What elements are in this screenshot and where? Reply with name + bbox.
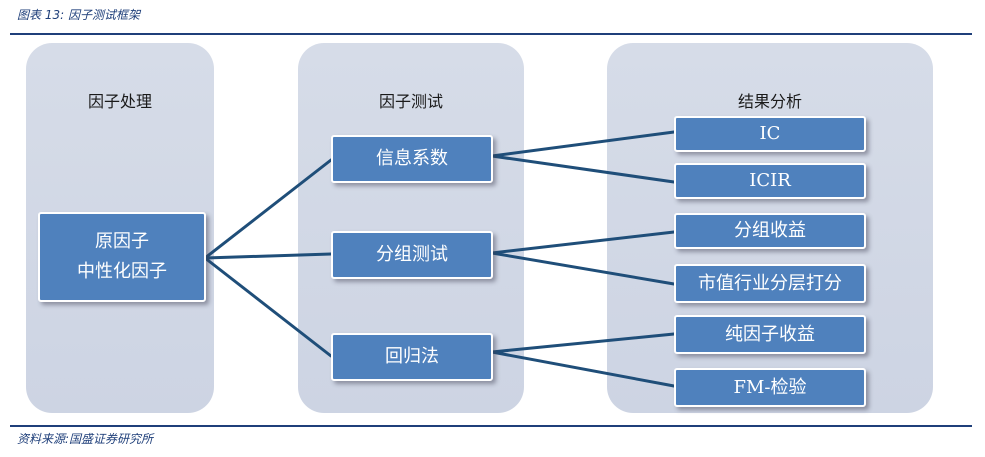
connector-factor-to-ic-test <box>203 158 333 260</box>
panel-title-factor-testing: 因子测试 <box>378 92 443 111</box>
result-box-fm-test-label: FM-检验 <box>733 376 807 398</box>
connector-ic-test-to-ic <box>490 130 676 158</box>
figure-title: 图表 13: 因子测试框架 <box>17 8 140 22</box>
result-box-icir-label: ICIR <box>749 170 791 191</box>
result-box-group-return-label: 分组收益 <box>734 220 806 241</box>
result-box-pure-factor-return: 纯因子收益 <box>674 315 866 354</box>
result-box-layered-score: 市值行业分层打分 <box>674 264 866 303</box>
connector-regression-to-fm-test <box>490 350 676 388</box>
factor-box-line-neutralized: 中性化因子 <box>77 261 167 282</box>
source-note: 资料来源:国盛证券研究所 <box>17 432 154 446</box>
test-box-group: 分组测试 <box>331 231 493 279</box>
factor-box: 原因子 中性化因子 <box>38 212 206 302</box>
connector-factor-to-regression <box>203 256 333 358</box>
result-box-pure-factor-return-label: 纯因子收益 <box>725 323 815 345</box>
connector-factor-to-group-test <box>203 252 333 260</box>
result-box-ic: IC <box>674 116 866 152</box>
test-box-regression-label: 回归法 <box>385 346 439 367</box>
factor-box-line-raw: 原因子 <box>95 231 149 252</box>
top-rule <box>10 33 972 35</box>
connector-ic-test-to-icir <box>490 154 676 184</box>
result-box-icir: ICIR <box>674 163 866 199</box>
connector-group-test-to-layered-score <box>490 251 676 286</box>
panel-title-factor-processing: 因子处理 <box>87 92 152 111</box>
result-box-group-return: 分组收益 <box>674 213 866 249</box>
test-box-ic-label: 信息系数 <box>376 148 448 169</box>
test-box-group-label: 分组测试 <box>376 244 448 265</box>
connector-regression-to-pure-return <box>490 332 676 354</box>
result-box-layered-score-label: 市值行业分层打分 <box>698 272 842 294</box>
panel-title-result-analysis: 结果分析 <box>737 92 802 111</box>
test-box-ic: 信息系数 <box>331 135 493 183</box>
bottom-rule <box>10 425 972 427</box>
result-box-ic-label: IC <box>759 123 781 144</box>
result-box-fm-test: FM-检验 <box>674 368 866 407</box>
test-box-regression: 回归法 <box>331 333 493 381</box>
connector-group-test-to-group-return <box>490 230 676 255</box>
